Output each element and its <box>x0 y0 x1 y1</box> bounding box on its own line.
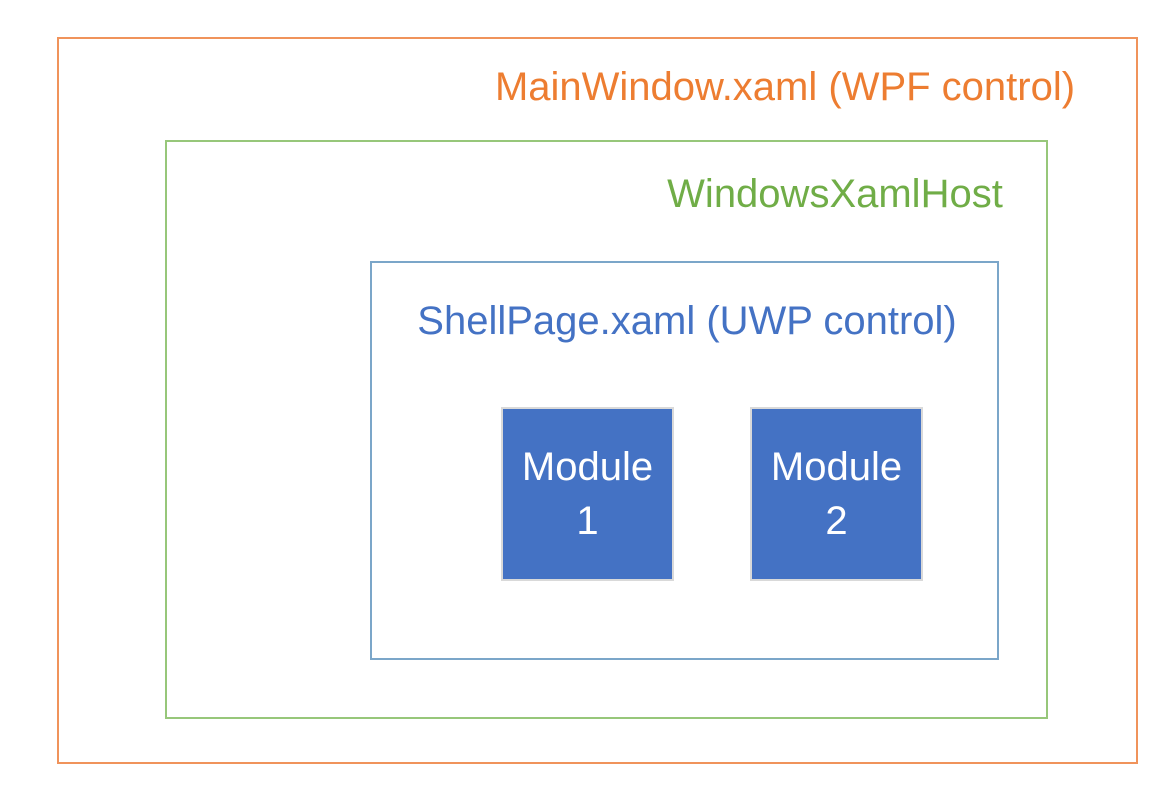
windowsxamlhost-box: WindowsXamlHost ShellPage.xaml (UWP cont… <box>165 140 1048 719</box>
mainwindow-wpf-label: MainWindow.xaml (WPF control) <box>494 65 1076 109</box>
module-2-box: Module 2 <box>750 407 923 581</box>
shellpage-uwp-label: ShellPage.xaml (UWP control) <box>417 299 957 343</box>
module-2-label-line2: 2 <box>825 499 848 543</box>
module-2-label-line1: Module <box>770 445 903 489</box>
mainwindow-wpf-box: MainWindow.xaml (WPF control) WindowsXam… <box>57 37 1138 764</box>
shellpage-uwp-box: ShellPage.xaml (UWP control) Module 1 Mo… <box>370 261 999 660</box>
module-1-label-line2: 1 <box>576 499 599 543</box>
windowsxamlhost-label: WindowsXamlHost <box>667 172 1003 216</box>
module-1-box: Module 1 <box>501 407 674 581</box>
module-1-label-line1: Module <box>521 445 654 489</box>
